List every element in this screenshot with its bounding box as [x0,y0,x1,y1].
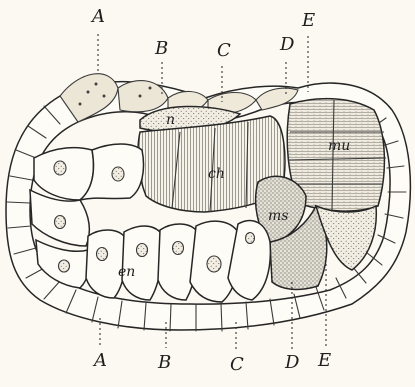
marker-top-a: A [90,6,105,27]
marker-bottom-e: E [317,350,331,371]
top-markers: A B C D E [90,6,315,61]
label-muscle: mu [328,138,350,154]
bottom-markers: A B C D E [92,350,331,375]
marker-bottom-b: B [157,352,171,373]
label-mesoderm: ms [268,208,288,224]
marker-top-e: E [301,10,315,31]
label-notochord: ch [208,166,225,182]
marker-top-c: C [217,40,231,61]
marker-top-b: B [154,38,168,59]
marker-bottom-a: A [92,350,107,371]
label-endoderm: en [118,264,135,280]
label-neural-tube: n [166,112,175,128]
marker-top-d: D [279,34,295,55]
marker-bottom-d: D [284,352,300,373]
marker-bottom-c: C [230,354,244,375]
